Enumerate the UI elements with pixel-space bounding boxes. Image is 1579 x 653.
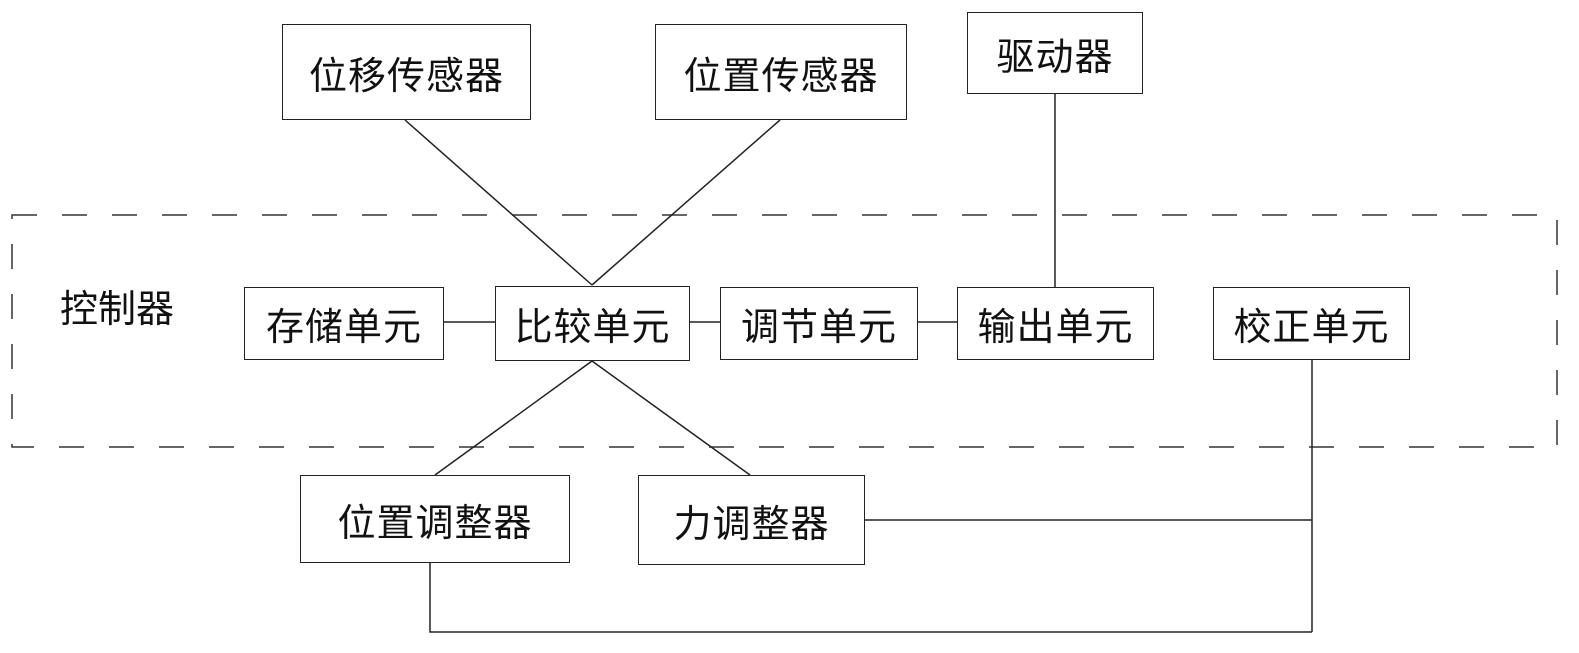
position-adjuster-node: 位置调整器 [300,475,570,563]
controller-label: 控制器 [60,287,175,331]
adjustment-unit-node: 调节单元 [720,287,918,360]
output-unit-node: 输出单元 [957,287,1154,360]
position-sensor-node: 位置传感器 [655,24,907,120]
correction-unit-node: 校正单元 [1213,287,1410,360]
force-adjuster-node: 力调整器 [638,475,865,565]
line-compare-to-force-adjuster [591,360,751,476]
line-displacement-to-compare [404,119,593,286]
storage-unit-node: 存储单元 [244,287,444,360]
displacement-sensor-node: 位移传感器 [282,24,531,120]
controller-boundary [11,214,1558,448]
comparison-unit-node: 比较单元 [495,286,690,361]
line-compare-to-position-adjuster [434,360,593,476]
line-position-adjuster-to-correction [429,563,1312,633]
line-position-sensor-to-compare [591,119,781,286]
driver-node: 驱动器 [967,12,1143,94]
